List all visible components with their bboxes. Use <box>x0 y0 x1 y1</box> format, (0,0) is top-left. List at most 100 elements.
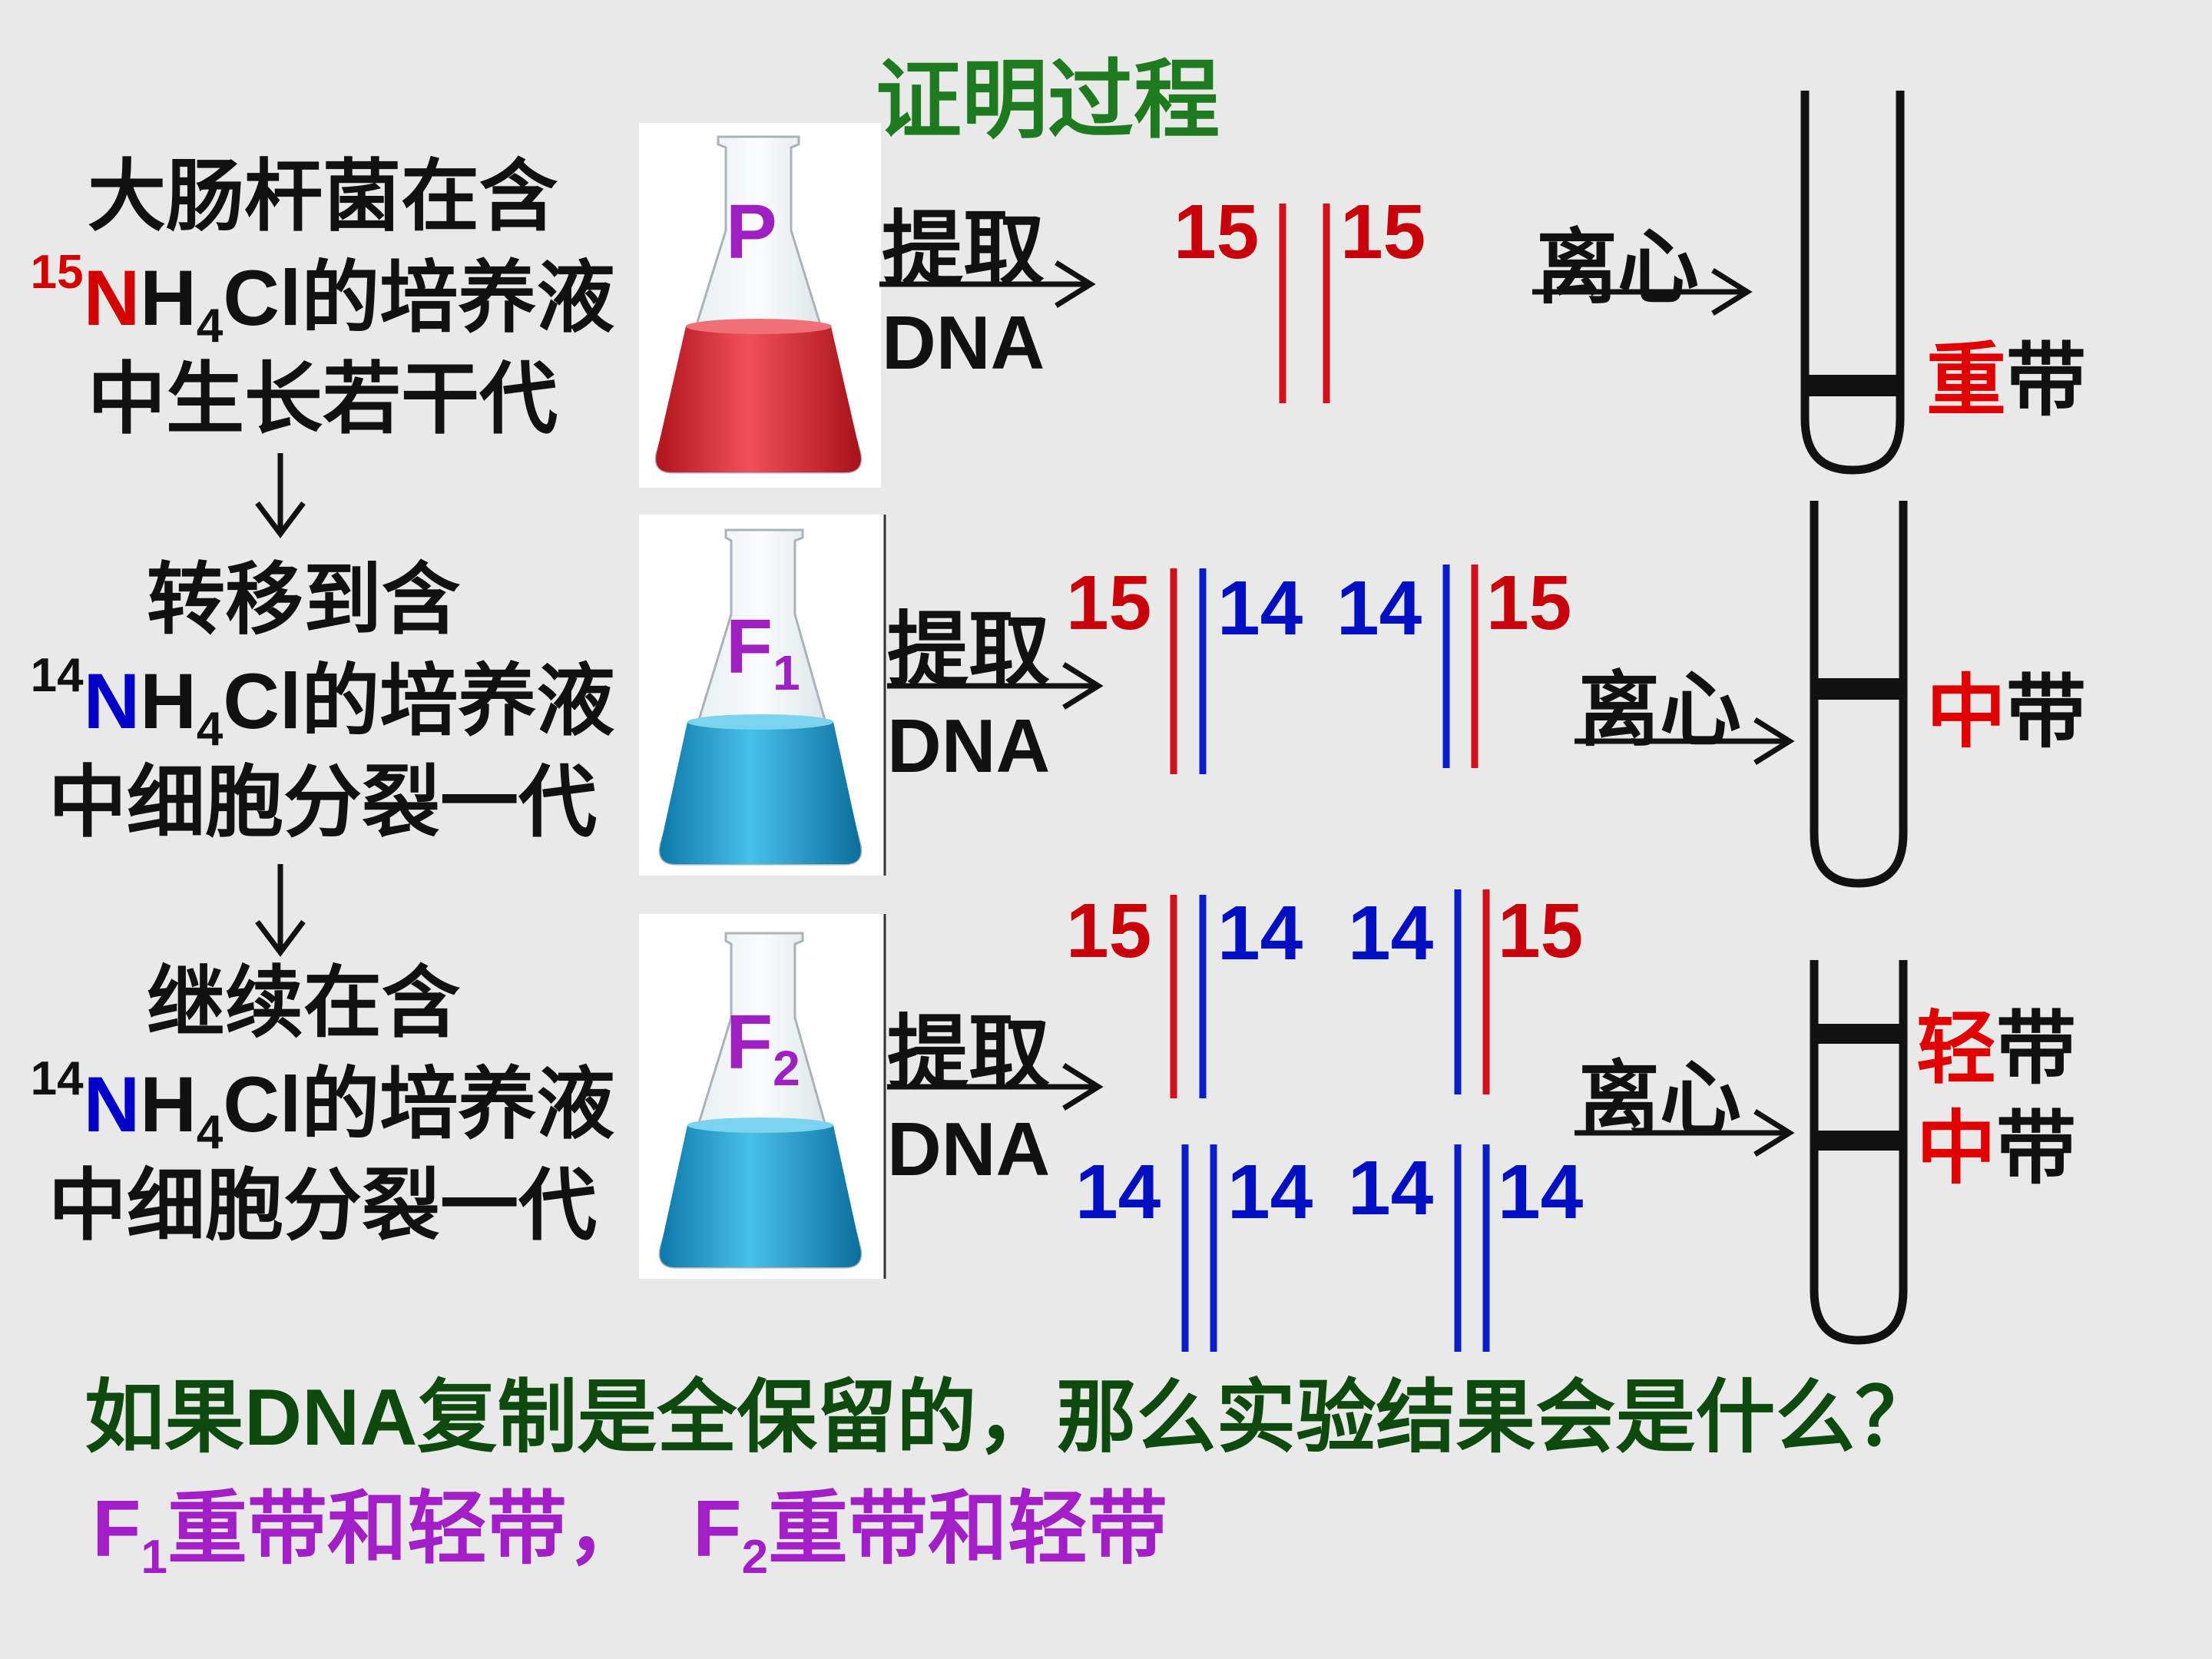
strand-label: 14 <box>1075 1149 1161 1235</box>
step-f1-text: 转移到含 14NH4Cl的培养液 中细胞分裂一代 <box>0 549 645 853</box>
answer-f1-result: 重带和轻带， <box>167 1481 647 1575</box>
band-label-heavy: 重带 <box>1926 315 2086 431</box>
band-type: 中 <box>1916 1101 1997 1195</box>
strand-label: 15 <box>1066 888 1152 974</box>
strand-label: 15 <box>1498 888 1584 974</box>
generation-label: P <box>726 189 777 275</box>
test-tube-p <box>1800 91 1905 475</box>
strand-label: 15 <box>1066 560 1152 646</box>
answer-f: F <box>693 1485 742 1574</box>
dna-strands-f2-bottom <box>1181 1144 1490 1352</box>
strand-label: 14 <box>1336 565 1422 651</box>
flask-label-f2: F2 <box>726 998 800 1093</box>
generation-sub: 1 <box>773 645 800 700</box>
centrifuge-arrow-p <box>1532 268 1753 316</box>
band-type: 轻 <box>1916 1001 1997 1095</box>
extract-arrow-p <box>879 260 1096 308</box>
light-band <box>1814 1024 1903 1044</box>
dna-strands-f2-top <box>1170 889 1490 1098</box>
subscript-4: 4 <box>196 1106 224 1159</box>
strand-label: 15 <box>1340 189 1426 275</box>
step-p-line2-rest: 的培养液 <box>301 252 615 344</box>
nitrogen-symbol: N <box>83 657 141 745</box>
dna-label-p: DNA <box>882 300 1045 385</box>
centrifuge-label-f1: 离心 <box>1578 661 1741 757</box>
chlorine-symbol: Cl <box>223 1061 302 1148</box>
band-suffix: 带 <box>2006 664 2087 759</box>
answer-sub-1: 1 <box>141 1531 168 1584</box>
flask-f1-icon <box>658 528 863 866</box>
dna-label-f1: DNA <box>887 704 1051 788</box>
hydrogen-symbol: H <box>140 1061 197 1148</box>
step-f1-line2: 14NH4Cl的培养液 <box>0 649 645 753</box>
strand-label: 15 <box>1174 189 1260 275</box>
band-label-light: 轻带 <box>1916 983 2076 1099</box>
test-tube-f2 <box>1810 960 1908 1345</box>
nitrogen-symbol: N <box>83 254 141 342</box>
strand-label: 15 <box>1486 560 1572 646</box>
answer-text: F1重带和轻带，F2重带和轻带 <box>92 1463 1168 1581</box>
down-arrow-1 <box>255 453 306 538</box>
generation-label: F <box>726 604 773 690</box>
band-label-middle-f1: 中带 <box>1926 647 2086 763</box>
centrifuge-arrow-f2 <box>1575 1109 1795 1157</box>
flask-f2-icon <box>658 932 863 1269</box>
generation-sub: 2 <box>773 1041 800 1096</box>
isotope-14: 14 <box>30 649 84 702</box>
step-p-line3: 中生长若干代 <box>88 353 558 445</box>
step-f2-line2: 14NH4Cl的培养液 <box>0 1052 645 1157</box>
test-tube-f1 <box>1810 501 1908 888</box>
step-f2-line2-rest: 的培养液 <box>301 1058 615 1151</box>
middle-band <box>1814 1131 1903 1151</box>
generation-label: F <box>726 999 773 1085</box>
answer-f: F <box>92 1485 141 1574</box>
band-suffix: 带 <box>1996 1101 2077 1195</box>
question-text: 如果DNA复制是全保留的，那么实验结果会是什么？ <box>84 1352 1935 1468</box>
dna-strands-f1 <box>1170 565 1479 774</box>
step-f1-line3: 中细胞分裂一代 <box>48 757 597 849</box>
subscript-4: 4 <box>196 703 224 756</box>
flask-label-p: P <box>726 188 777 276</box>
band-type: 重 <box>1926 333 2007 427</box>
step-f2-line3: 中细胞分裂一代 <box>48 1160 597 1252</box>
subscript-4: 4 <box>196 300 224 353</box>
band-type: 中 <box>1926 664 2007 759</box>
step-p-line2: 15NH4Cl的培养液 <box>0 246 645 350</box>
centrifuge-arrow-f1 <box>1575 717 1795 765</box>
answer-f2-result: 重带和轻带 <box>768 1481 1168 1575</box>
extract-arrow-f2 <box>887 1063 1104 1111</box>
page-title: 证明过程 <box>876 50 1220 151</box>
strand-label: 14 <box>1227 1149 1313 1235</box>
dna-strands-p <box>1279 204 1330 403</box>
extract-label-f2: 提取 <box>887 1005 1050 1101</box>
question-dna: DNA <box>244 1373 418 1462</box>
band-suffix: 带 <box>1996 1001 2077 1095</box>
nitrogen-symbol: N <box>83 1061 141 1148</box>
question-post: 复制是全保留的，那么实验结果会是什么？ <box>417 1369 1936 1464</box>
band-label-middle-f2: 中带 <box>1916 1083 2076 1199</box>
down-arrow-2 <box>255 864 306 957</box>
flask-label-f1: F1 <box>726 603 800 697</box>
centrifuge-label-f2: 离心 <box>1578 1051 1741 1147</box>
answer-sub-2: 2 <box>741 1531 769 1584</box>
extract-label-f1: 提取 <box>887 601 1050 697</box>
dna-label-f2: DNA <box>887 1107 1051 1191</box>
step-f1-line1: 转移到含 <box>147 554 460 646</box>
isotope-15: 15 <box>30 246 84 299</box>
step-f2-line1: 继续在含 <box>147 957 460 1049</box>
flask-p-icon <box>654 135 863 474</box>
isotope-14: 14 <box>30 1052 84 1105</box>
step-p-text: 大肠杆菌在含 15NH4Cl的培养液 中生长若干代 <box>0 146 645 450</box>
strand-label: 14 <box>1217 890 1303 976</box>
strand-label: 14 <box>1498 1149 1584 1235</box>
band-suffix: 带 <box>2006 333 2087 427</box>
extract-arrow-f1 <box>887 662 1104 710</box>
step-p-line1: 大肠杆菌在含 <box>88 151 558 243</box>
question-pre: 如果 <box>84 1369 245 1464</box>
strand-label: 14 <box>1348 1145 1434 1231</box>
step-f2-text: 继续在含 14NH4Cl的培养液 中细胞分裂一代 <box>0 952 645 1257</box>
hydrogen-symbol: H <box>140 657 197 745</box>
strand-label: 14 <box>1217 565 1303 651</box>
